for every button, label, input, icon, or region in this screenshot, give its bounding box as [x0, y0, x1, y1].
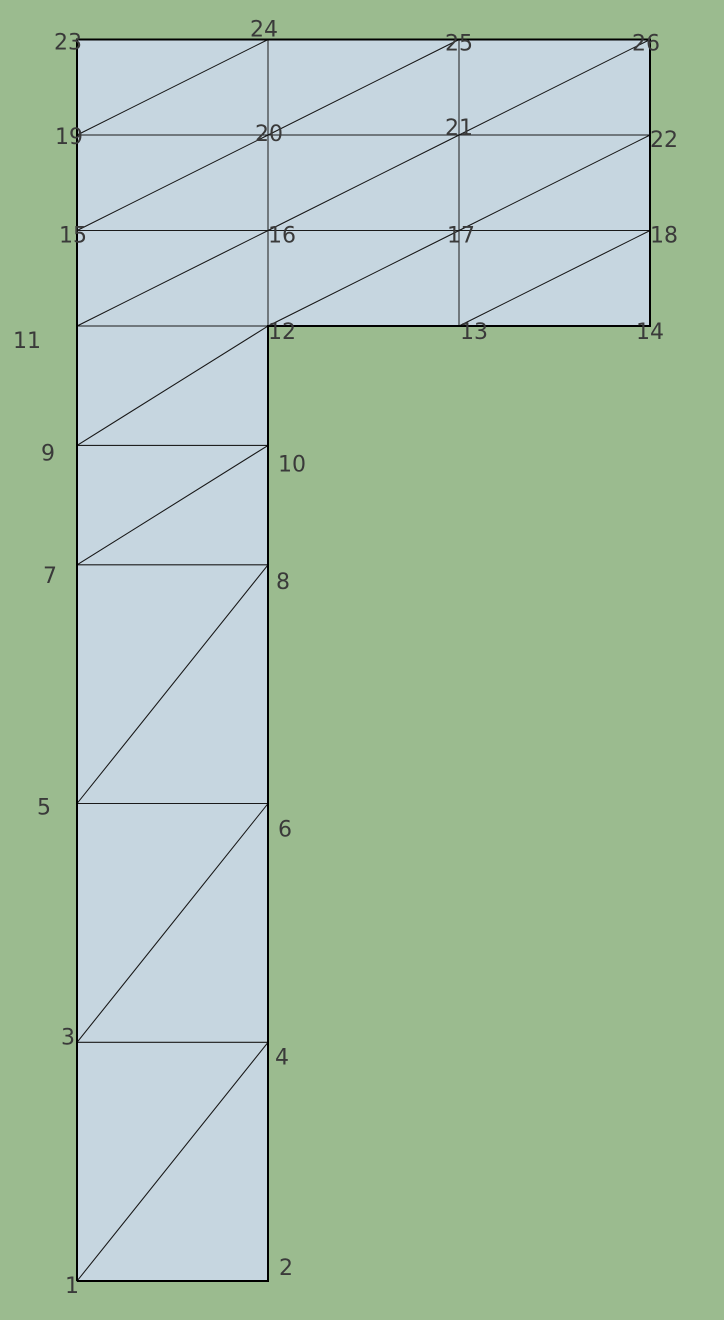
node-label-13: 13: [460, 320, 488, 345]
mesh-elements: [76, 39, 651, 1282]
node-label-16: 16: [268, 224, 296, 249]
node-label-19: 19: [55, 125, 83, 150]
node-label-10: 10: [278, 452, 306, 477]
node-label-14: 14: [636, 320, 664, 345]
node-label-8: 8: [276, 570, 290, 595]
node-label-4: 4: [275, 1045, 289, 1070]
boundary-outline: [76, 38, 651, 1282]
mesh-boundary: [76, 38, 651, 1282]
node-label-3: 3: [61, 1025, 75, 1050]
node-label-24: 24: [250, 18, 278, 43]
node-label-5: 5: [37, 796, 51, 821]
node-label-22: 22: [650, 128, 678, 153]
node-label-23: 23: [54, 31, 82, 56]
node-label-26: 26: [632, 32, 660, 57]
node-label-2: 2: [279, 1256, 293, 1281]
node-label-11: 11: [13, 329, 41, 354]
node-label-15: 15: [59, 224, 87, 249]
node-label-7: 7: [43, 564, 57, 589]
node-label-20: 20: [255, 122, 283, 147]
node-label-17: 17: [447, 224, 475, 249]
node-label-12: 12: [268, 320, 296, 345]
node-label-25: 25: [445, 32, 473, 57]
node-label-9: 9: [41, 441, 55, 466]
node-label-18: 18: [650, 224, 678, 249]
node-label-6: 6: [278, 818, 292, 843]
node-label-1: 1: [65, 1274, 79, 1299]
node-label-21: 21: [445, 116, 473, 141]
